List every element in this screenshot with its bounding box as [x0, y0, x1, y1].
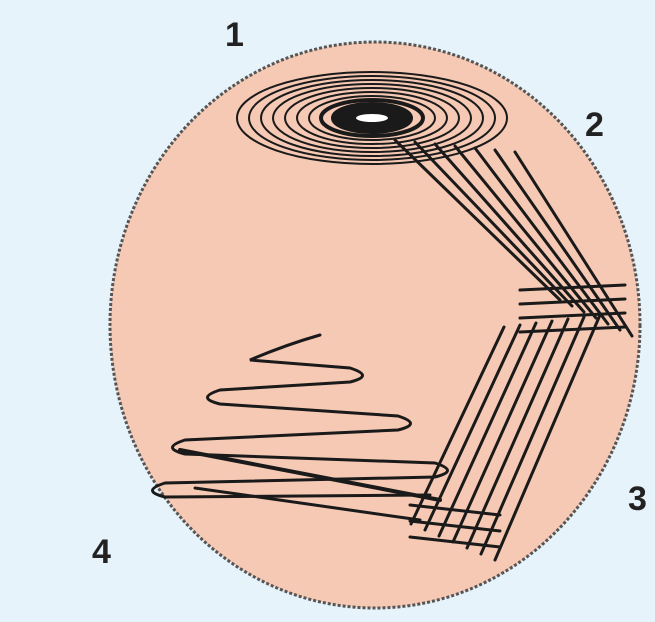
zone-1-label: 1: [225, 18, 244, 52]
zone-3-label: 3: [628, 482, 647, 516]
zone-4-label: 4: [92, 535, 111, 569]
zone-1-highlight: [356, 114, 388, 122]
zone-2-label: 2: [585, 108, 604, 142]
